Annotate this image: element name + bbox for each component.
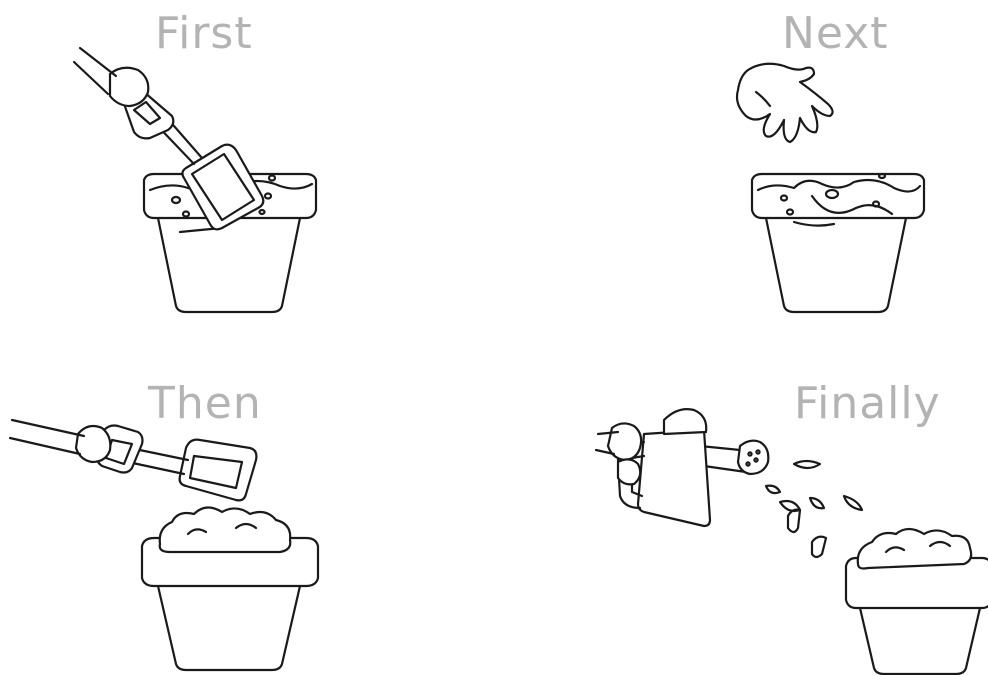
- hand-seed-icon: [494, 0, 988, 338]
- step-next-illustration: [494, 0, 988, 338]
- step-then-illustration: [0, 338, 494, 675]
- step-first-illustration: [0, 0, 494, 338]
- pot-scoop-icon: [0, 0, 494, 338]
- step-finally-illustration: [494, 338, 988, 675]
- pot-soil-scoop-icon: [0, 338, 494, 675]
- watering-can-icon: [494, 338, 988, 675]
